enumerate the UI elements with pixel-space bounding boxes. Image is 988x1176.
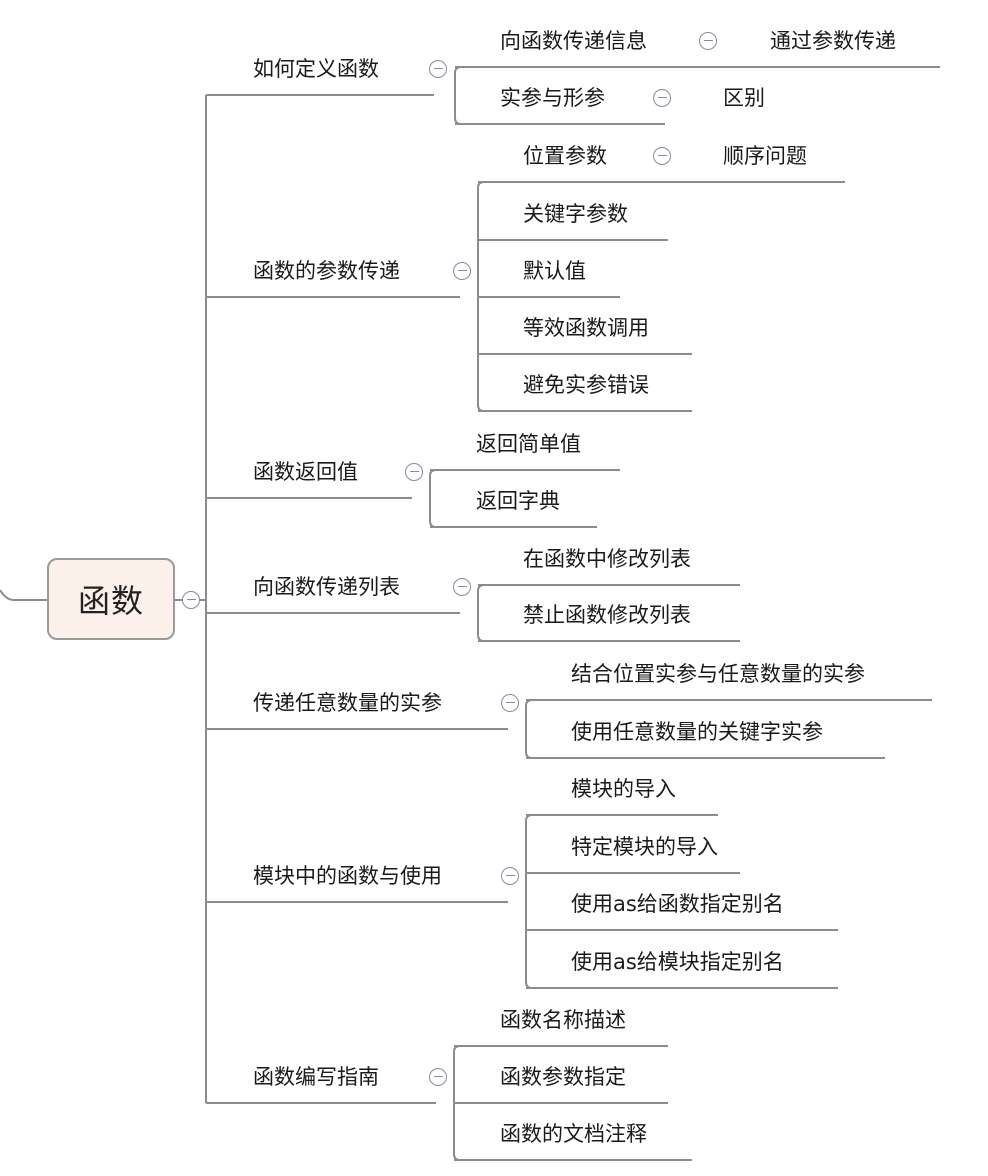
subtopic-label: 在函数中修改列表 (523, 547, 691, 571)
connector-line (477, 591, 485, 642)
topic-collapse-icon[interactable] (405, 463, 423, 481)
topic-collapse-icon[interactable] (501, 867, 519, 885)
subtopic-label: 禁止函数修改列表 (523, 603, 691, 627)
detail-label: 区别 (723, 86, 765, 110)
subtopic-label: 关键字参数 (523, 202, 628, 226)
topic-label: 函数的参数传递 (253, 259, 400, 283)
subtopic-label: 默认值 (523, 259, 586, 283)
topic-collapse-icon[interactable] (453, 262, 471, 280)
connector-line (477, 188, 485, 412)
subtopic-label: 模块的导入 (571, 777, 676, 801)
topic-label: 传递任意数量的实参 (253, 691, 442, 715)
subtopic-label: 使用任意数量的关键字实参 (571, 720, 823, 744)
subtopic-collapse-icon[interactable] (653, 147, 671, 165)
subtopic-collapse-icon[interactable] (653, 89, 671, 107)
connector-line (525, 821, 533, 989)
subtopic-label: 实参与形参 (500, 86, 605, 110)
subtopic-label: 向函数传递信息 (500, 29, 647, 53)
subtopic-label: 等效函数调用 (523, 316, 649, 340)
detail-label: 通过参数传递 (770, 29, 896, 53)
root-label: 函数 (77, 582, 144, 620)
topic-label: 模块中的函数与使用 (253, 864, 442, 888)
connector-line (525, 706, 533, 759)
subtopic-label: 返回简单值 (476, 432, 581, 456)
subtopic-label: 使用as给模块指定别名 (571, 950, 784, 974)
connector-line (0, 589, 47, 601)
root-collapse-icon[interactable] (182, 591, 200, 609)
subtopic-label: 返回字典 (476, 489, 560, 513)
subtopic-label: 函数的文档注释 (500, 1122, 647, 1146)
topic-collapse-icon[interactable] (453, 578, 471, 596)
topic-collapse-icon[interactable] (429, 60, 447, 78)
detail-label: 顺序问题 (723, 144, 807, 168)
connector-line (453, 1052, 461, 1161)
subtopic-label: 使用as给函数指定别名 (571, 892, 784, 916)
subtopic-label: 函数名称描述 (500, 1008, 626, 1032)
topic-label: 向函数传递列表 (253, 575, 400, 599)
topic-label: 函数编写指南 (253, 1065, 379, 1089)
connector-line (429, 476, 437, 528)
subtopic-label: 位置参数 (523, 144, 607, 168)
topic-collapse-icon[interactable] (501, 694, 519, 712)
topic-label: 函数返回值 (253, 460, 358, 484)
subtopic-label: 避免实参错误 (523, 373, 649, 397)
connector-line (454, 73, 462, 125)
subtopic-label: 特定模块的导入 (571, 835, 718, 859)
subtopic-label: 函数参数指定 (500, 1065, 626, 1089)
topic-collapse-icon[interactable] (429, 1068, 447, 1086)
subtopic-collapse-icon[interactable] (699, 32, 717, 50)
topic-label: 如何定义函数 (253, 57, 379, 81)
subtopic-label: 结合位置实参与任意数量的实参 (571, 662, 865, 686)
root-node[interactable]: 函数 (47, 558, 175, 640)
